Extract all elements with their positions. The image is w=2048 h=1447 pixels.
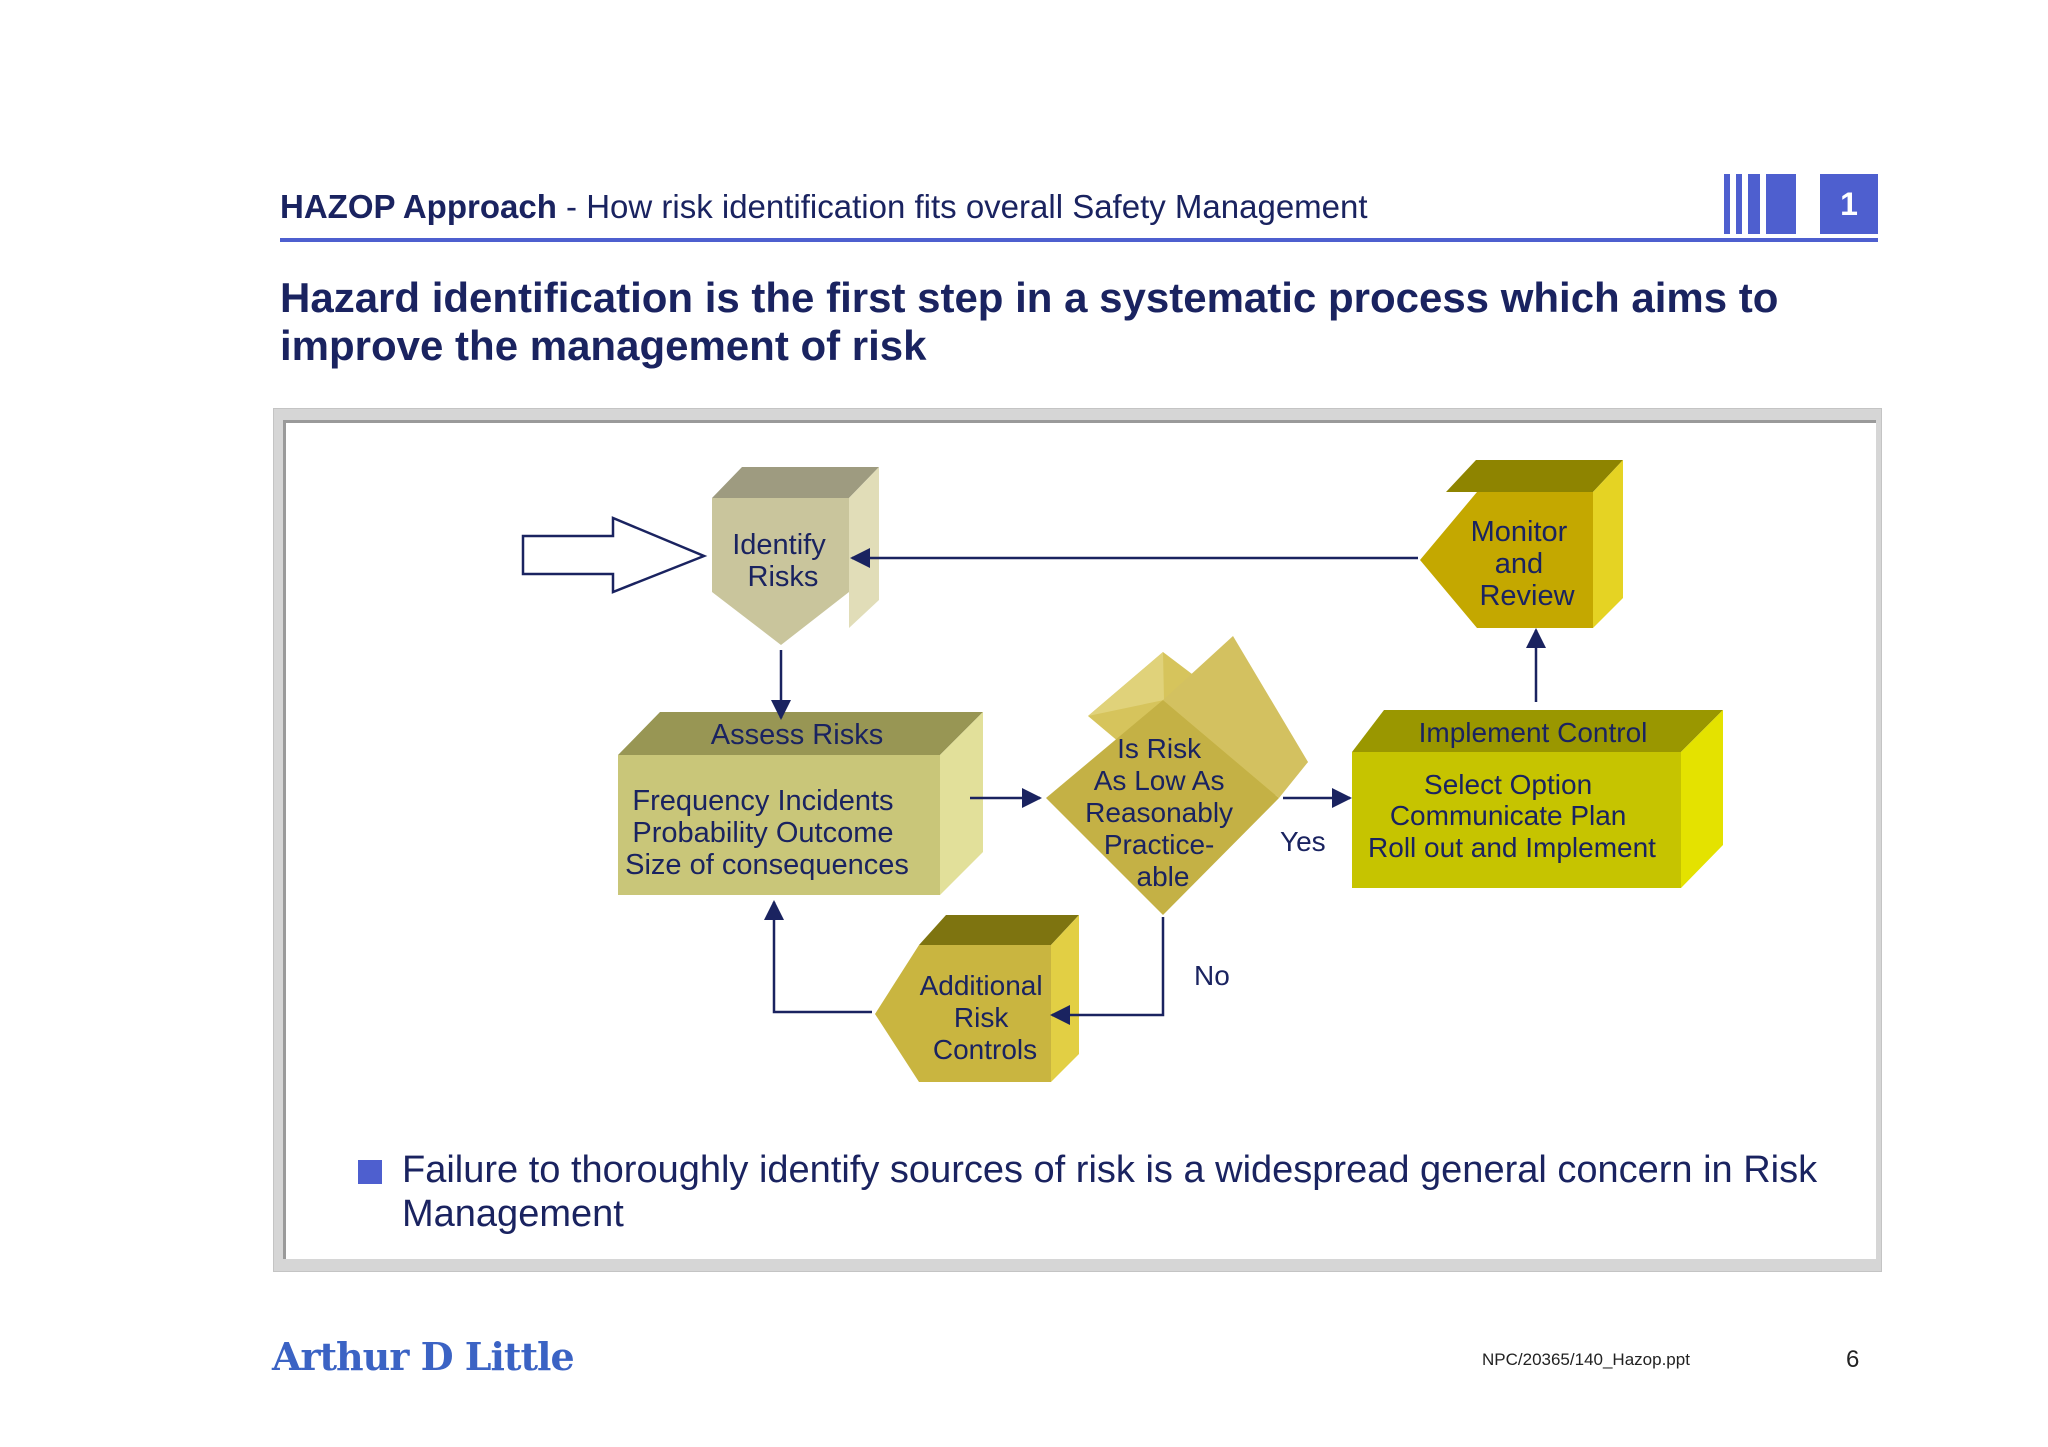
- slide-title: Hazard identification is the first step …: [280, 274, 1779, 369]
- assess-risks-title: Assess Risks: [711, 719, 883, 751]
- monitor-review-shape: [1420, 460, 1623, 628]
- file-reference: NPC/20365/140_Hazop.ppt: [1482, 1350, 1690, 1369]
- header-separator: -: [556, 188, 587, 225]
- additional-controls-shape: [875, 915, 1079, 1082]
- implement-line-1: Select Option: [1424, 769, 1592, 800]
- assess-line-1: Frequency Incidents: [632, 785, 893, 817]
- additional-line-1: Additional: [920, 970, 1043, 1001]
- entry-block-arrow: [521, 516, 708, 594]
- identify-risks-shape: [712, 467, 879, 645]
- assess-line-2: Probability Outcome: [632, 817, 893, 849]
- decision-line-5: able: [1137, 861, 1190, 892]
- assess-line-3: Size of consequences: [625, 849, 909, 881]
- identify-line-1: Identify: [732, 529, 826, 561]
- decision-line-4: Practice-: [1104, 829, 1214, 860]
- decision-line-3: Reasonably: [1085, 797, 1233, 828]
- arrow-additional-to-assess: [764, 900, 872, 1014]
- header-divider: [280, 238, 1878, 242]
- assess-risks-shape: [618, 712, 983, 895]
- implement-line-2: Communicate Plan: [1390, 800, 1627, 831]
- additional-line-2: Risk: [954, 1002, 1009, 1033]
- decision-line-2: As Low As: [1094, 765, 1225, 796]
- additional-controls-label: Additional Risk Controls: [920, 970, 1051, 1065]
- monitor-line-1: Monitor: [1471, 516, 1568, 548]
- arthur-d-little-logo: Arthur D Little: [272, 1334, 575, 1379]
- implement-control-title: Implement Control: [1419, 717, 1648, 748]
- page-number: 6: [1846, 1346, 1860, 1373]
- assess-risks-body: Frequency Incidents Probability Outcome …: [625, 785, 909, 881]
- monitor-line-2: and: [1495, 548, 1543, 580]
- identify-line-2: Risks: [748, 561, 819, 593]
- header-topic: HAZOP Approach: [280, 188, 557, 225]
- section-bars-icon: [1724, 174, 1878, 234]
- alarp-decision-label: Is Risk As Low As Reasonably Practice- a…: [1085, 733, 1241, 892]
- implement-control-body: Select Option Communicate Plan Roll out …: [1368, 769, 1656, 863]
- identify-risks-label: Identify Risks: [732, 529, 834, 593]
- monitor-review-label: Monitor and Review: [1471, 516, 1576, 612]
- monitor-line-3: Review: [1479, 580, 1575, 612]
- alarp-decision-shape: [1046, 636, 1308, 915]
- section-number-badge: 1: [1820, 174, 1878, 234]
- yes-label: Yes: [1280, 826, 1326, 857]
- no-label: No: [1194, 960, 1230, 991]
- header-subtitle: How risk identification fits overall Saf…: [586, 188, 1368, 225]
- decision-line-1: Is Risk: [1117, 733, 1202, 764]
- bullet-marker: [358, 1160, 382, 1184]
- implement-line-3: Roll out and Implement: [1368, 832, 1656, 863]
- implement-control-shape: [1352, 710, 1723, 888]
- additional-line-3: Controls: [933, 1034, 1037, 1065]
- slide-header: HAZOP Approach - How risk identification…: [280, 188, 1368, 226]
- arrow-decision-to-additional: [1050, 917, 1165, 1025]
- bullet-text: Failure to thoroughly identify sources o…: [402, 1149, 1818, 1235]
